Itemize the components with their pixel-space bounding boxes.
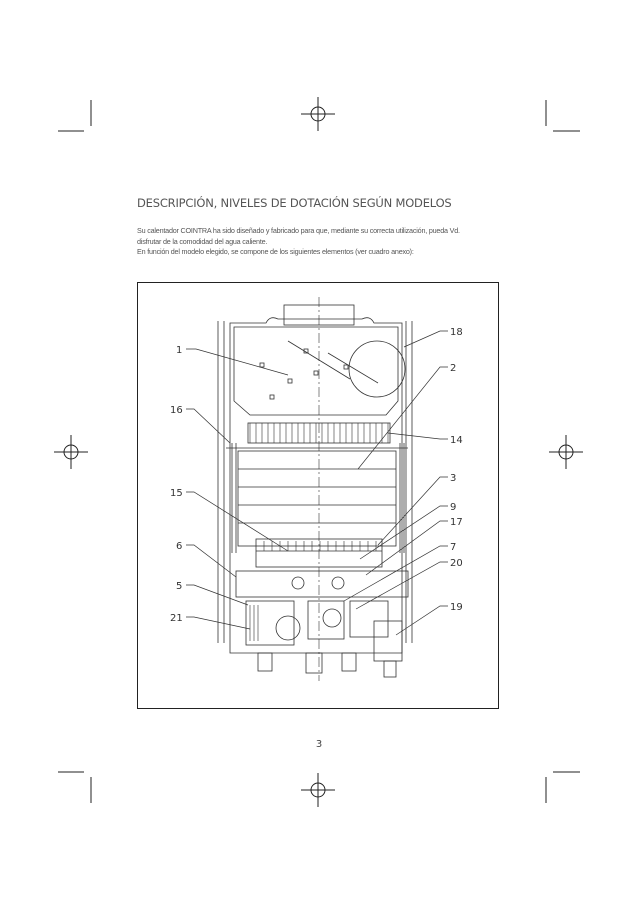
registration-mark-right [549, 435, 583, 469]
callout-number: 1 [176, 345, 182, 356]
heater-technical-drawing: 1 16 15 6 5 21 18 2 14 3 9 17 7 20 19 [170, 297, 463, 681]
intro-text: Su calentador COINTRA ha sido diseñado y… [137, 226, 507, 258]
registration-mark-left [54, 435, 88, 469]
registration-mark-top [301, 97, 335, 131]
callout-number: 20 [450, 558, 463, 569]
registration-mark-bottom [301, 773, 335, 807]
callout-number: 19 [450, 602, 463, 613]
callout-number: 2 [450, 363, 456, 374]
callout-number: 15 [170, 488, 183, 499]
callout-number: 14 [450, 435, 463, 446]
page-number: 3 [315, 739, 323, 750]
water-heater-diagram: 1 16 15 6 5 21 18 2 14 3 9 17 7 20 19 [137, 282, 499, 709]
intro-line: En función del modelo elegido, se compon… [137, 247, 414, 256]
intro-line: Su calentador COINTRA ha sido diseñado y… [137, 226, 460, 235]
callout-number: 17 [450, 517, 463, 528]
intro-line: disfrutar de la comodidad del agua calie… [137, 236, 268, 246]
callout-number: 18 [450, 327, 463, 338]
callout-number: 3 [450, 473, 456, 484]
callout-number: 6 [176, 541, 182, 552]
page-heading: DESCRIPCIÓN, NIVELES DE DOTACIÓN SEGÚN M… [137, 196, 452, 210]
callout-number: 5 [176, 581, 182, 592]
callout-number: 9 [450, 502, 456, 513]
callout-number: 7 [450, 542, 456, 553]
callout-number: 21 [170, 613, 183, 624]
callouts-right: 18 2 14 3 9 17 7 20 19 [450, 327, 463, 613]
callouts-left: 1 16 15 6 5 21 [170, 345, 183, 624]
callout-number: 16 [170, 405, 183, 416]
